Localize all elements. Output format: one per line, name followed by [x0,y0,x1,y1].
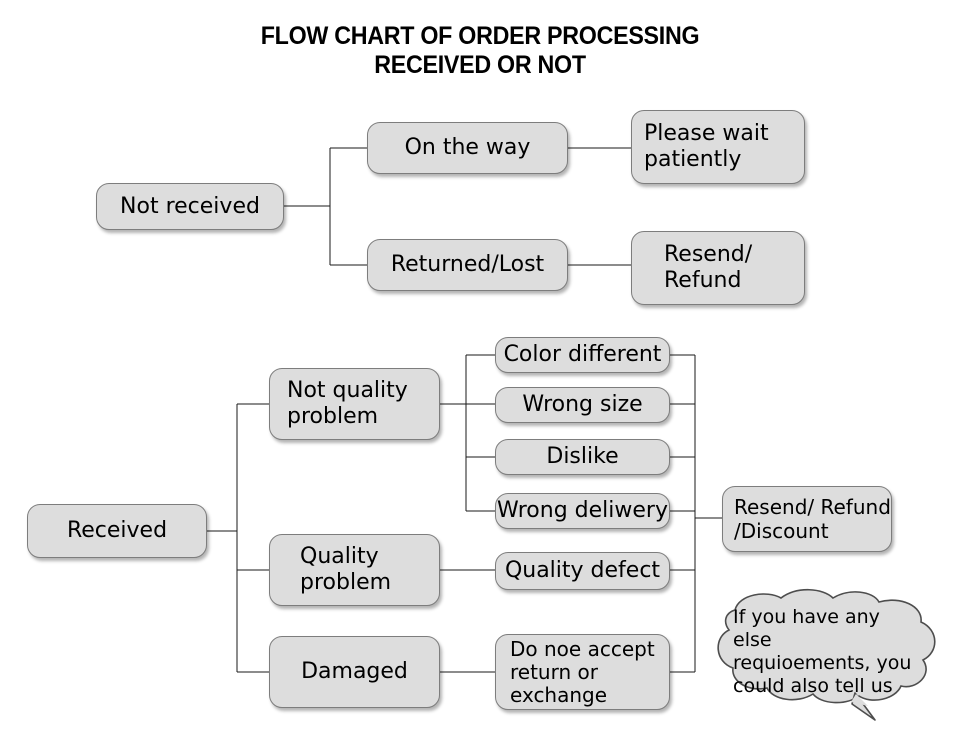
callout-bubble-text: If you have any else requioements, you c… [733,606,912,697]
node-resend-refund-discount[interactable]: Resend/ Refund /Discount [722,486,892,552]
node-label: Returned/Lost [390,252,545,277]
node-resend-refund[interactable]: Resend/ Refund [631,231,805,305]
node-label: Wrong size [522,392,643,417]
node-label: Received [66,518,168,543]
node-quality-problem[interactable]: Quality problem [269,534,440,606]
node-wrong-size[interactable]: Wrong size [495,387,670,423]
node-label: Not quality problem [287,378,408,429]
node-label: On the way [404,135,531,160]
node-quality-defect[interactable]: Quality defect [495,552,670,590]
callout-bubble[interactable]: If you have any else requioements, you c… [705,588,945,721]
node-damaged[interactable]: Damaged [269,636,440,708]
node-received[interactable]: Received [27,504,207,558]
node-do-not-accept-return-or-exchange[interactable]: Do noe accept return or exchange [495,634,670,710]
node-not-quality-problem[interactable]: Not quality problem [269,368,440,440]
node-label: Quality problem [300,544,392,595]
node-label: Dislike [546,444,619,469]
node-label: Not received [120,193,260,219]
node-label: Color different [503,342,662,367]
node-please-wait-patiently[interactable]: Please wait patiently [631,110,805,184]
node-label: Damaged [301,659,408,684]
node-color-different[interactable]: Color different [495,337,670,373]
node-label: Resend/ Refund /Discount [734,495,891,543]
node-label: Quality defect [504,558,661,583]
node-label: Please wait patiently [644,121,769,172]
node-dislike[interactable]: Dislike [495,439,670,475]
node-label: Wrong deliwery [496,498,668,523]
node-label: Resend/ Refund [664,242,753,293]
node-not-received[interactable]: Not received [96,183,284,230]
callout-bubble-shape [717,588,936,721]
page-title: FLOW CHART OF ORDER PROCESSING RECEIVED … [260,22,700,79]
node-on-the-way[interactable]: On the way [367,122,568,174]
node-wrong-deliwery[interactable]: Wrong deliwery [495,493,670,529]
node-returned-lost[interactable]: Returned/Lost [367,239,568,291]
node-label: Do noe accept return or exchange [510,636,655,707]
